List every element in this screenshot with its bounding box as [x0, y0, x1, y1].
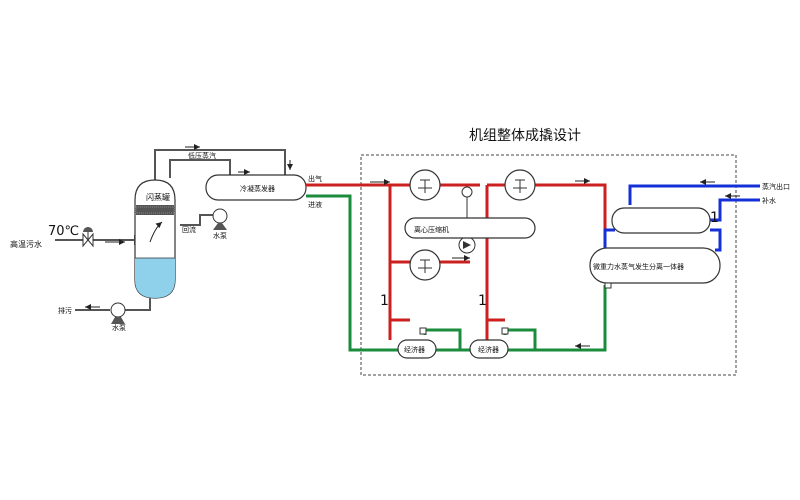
return-water-label: 回流: [182, 225, 196, 234]
temperature-label: 70℃: [48, 224, 79, 239]
stage-1-mark: 1: [380, 293, 389, 309]
economizer-1: [397, 327, 437, 359]
water-pump-2: [110, 302, 126, 324]
hot-wastewater-label: 高温污水: [10, 239, 42, 249]
skid-boundary: [360, 154, 737, 376]
steam-separator-top: [611, 207, 711, 234]
water-pump-1-label: 水泵: [213, 231, 227, 240]
compressor-stage-3: [409, 249, 441, 281]
discharge-label: 排污: [58, 306, 72, 315]
stage-3-mark: 1: [710, 210, 719, 226]
centrifugal-compressor-label: 离心压缩机: [414, 225, 449, 234]
low-pressure-steam-label: 低压蒸汽: [188, 151, 216, 160]
compressor-stage-1: [409, 169, 441, 201]
water-pump-2-label: 水泵: [112, 323, 126, 332]
economizer-2-label: 经济器: [478, 345, 499, 354]
stage-2-mark: 1: [478, 293, 487, 309]
economizer-2: [469, 327, 509, 359]
economizer-1-label: 经济器: [404, 345, 425, 354]
hot-lines: [306, 183, 607, 340]
gas-out-label: 出气: [308, 174, 322, 183]
steam-generator: [589, 247, 721, 284]
diagram-title: 机组整体成撬设计: [469, 128, 581, 144]
steam-lines: [603, 184, 760, 252]
water-pump-1: [212, 208, 228, 230]
compressor-stage-2: [504, 169, 536, 201]
condensing-evaporator: [205, 174, 307, 201]
liquid-in-label: 进液: [308, 200, 322, 209]
makeup-water-label: 补水: [762, 196, 776, 205]
centrifugal-compressor: [404, 217, 536, 239]
inlet-valve: [82, 227, 94, 248]
steam-outlet-label: 蒸汽出口: [762, 182, 790, 191]
flash-tank: [134, 179, 176, 310]
flash-tank-label: 闪蒸罐: [146, 192, 170, 202]
generator-label: 微重力水蒸气发生分离一体器: [593, 262, 684, 271]
condensing-evaporator-label: 冷凝蒸发器: [240, 184, 275, 193]
